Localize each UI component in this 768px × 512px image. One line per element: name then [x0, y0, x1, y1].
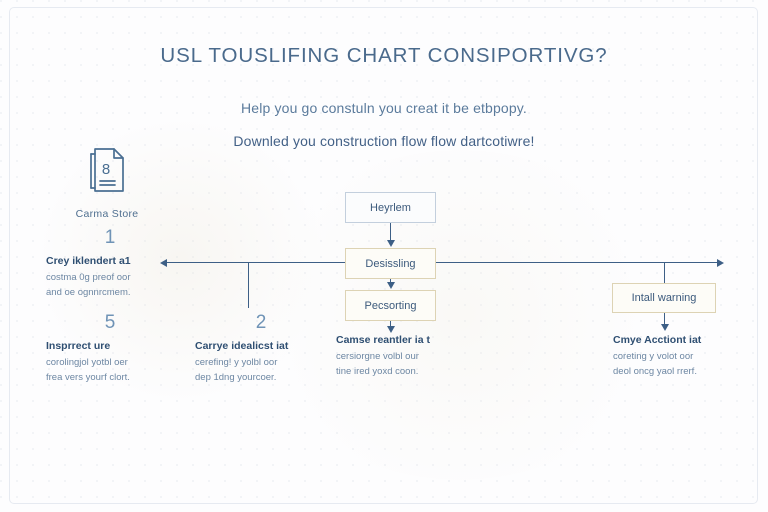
- flow-box-label: Desissling: [365, 257, 416, 270]
- step-number: 1: [104, 227, 116, 248]
- connector-rightbox-to-step4: [664, 313, 666, 326]
- step-body-line-1: coreting y volot oor: [613, 351, 694, 363]
- arrowhead-third-to-step3: [386, 326, 395, 333]
- step-number: 2: [255, 312, 267, 333]
- step-body-line-1: corolingjol yotbl oer: [46, 357, 128, 369]
- step-heading: Insprrect ure: [46, 340, 111, 352]
- step-item-3: Camse reantler ia t cersiorgne volbl our…: [336, 333, 468, 379]
- svg-text:8: 8: [102, 161, 110, 178]
- document-icon-block: 8 Carma Store: [46, 145, 168, 220]
- connector-mid-to-third: [390, 279, 392, 283]
- flow-box-label: Intall warning: [631, 292, 697, 304]
- connector-spine-left: [166, 262, 345, 264]
- arrowhead-spine-right: [717, 258, 724, 267]
- step-item-2: 2 Carrye idealicst iat cerefing! y yolbl…: [195, 313, 327, 385]
- arrowhead-spine-left: [160, 258, 167, 267]
- flow-box-pecsorting[interactable]: Pecsorting: [345, 290, 436, 321]
- arrowhead-rightbox-to-step4: [660, 324, 669, 331]
- page-title: USL TOUSLIFING CHART CONSIPORTIVG?: [160, 44, 608, 67]
- flow-box-heyrlem[interactable]: Heyrlem: [345, 192, 436, 223]
- document-icon-caption: Carma Store: [75, 208, 139, 220]
- step-heading: Carrye idealicst iat: [195, 340, 289, 352]
- step-heading: Crey iklendert a1: [46, 255, 131, 267]
- flow-box-label: Heyrlem: [370, 201, 411, 214]
- step-heading: Cmye Acctiont iat: [613, 334, 702, 346]
- step-body-line-2: tine ired yoxd coon.: [336, 365, 419, 377]
- connector-branch-right-box: [664, 262, 666, 283]
- step-item-1: 1 Crey iklendert a1 costma 0g preof oor …: [46, 228, 174, 300]
- connector-spine-right: [436, 262, 721, 264]
- page-subtitle-line-1: Help you go constuln you creat it be etb…: [241, 100, 527, 116]
- connector-third-to-step3: [390, 321, 392, 328]
- step-body-line-1: costma 0g preof oor: [46, 272, 131, 284]
- step-body-line-1: cersiorgne volbl our: [336, 351, 419, 363]
- arrowhead-top-to-mid: [386, 240, 395, 247]
- document-file-icon: 8: [84, 148, 130, 201]
- flow-box-desissling[interactable]: Desissling: [345, 248, 436, 279]
- step-item-5: 5 Insprrect ure corolingjol yotbl oer fr…: [46, 313, 174, 385]
- step-heading: Camse reantler ia t: [336, 334, 430, 346]
- step-body-line-2: deol oncg yaol rrerf.: [613, 365, 697, 377]
- flow-box-label: Pecsorting: [364, 299, 417, 312]
- connector-branch-step2: [248, 262, 250, 308]
- page-subtitle-line-2: Downled you construction flow flow dartc…: [233, 133, 535, 149]
- flow-box-intall-warning[interactable]: Intall warning: [612, 283, 716, 313]
- step-body-line-1: cerefing! y yolbl oor: [195, 357, 278, 369]
- step-body-line-2: and oe ognnrcmem.: [46, 286, 131, 298]
- step-body-line-2: frea vers yourf clort.: [46, 371, 130, 383]
- step-number: 5: [104, 312, 116, 333]
- step-body-line-2: dep 1dng yourcoer.: [195, 371, 277, 383]
- arrowhead-mid-to-third: [386, 282, 395, 289]
- step-item-4: Cmye Acctiont iat coreting y volot oor d…: [613, 333, 749, 379]
- connector-top-to-mid: [390, 223, 392, 241]
